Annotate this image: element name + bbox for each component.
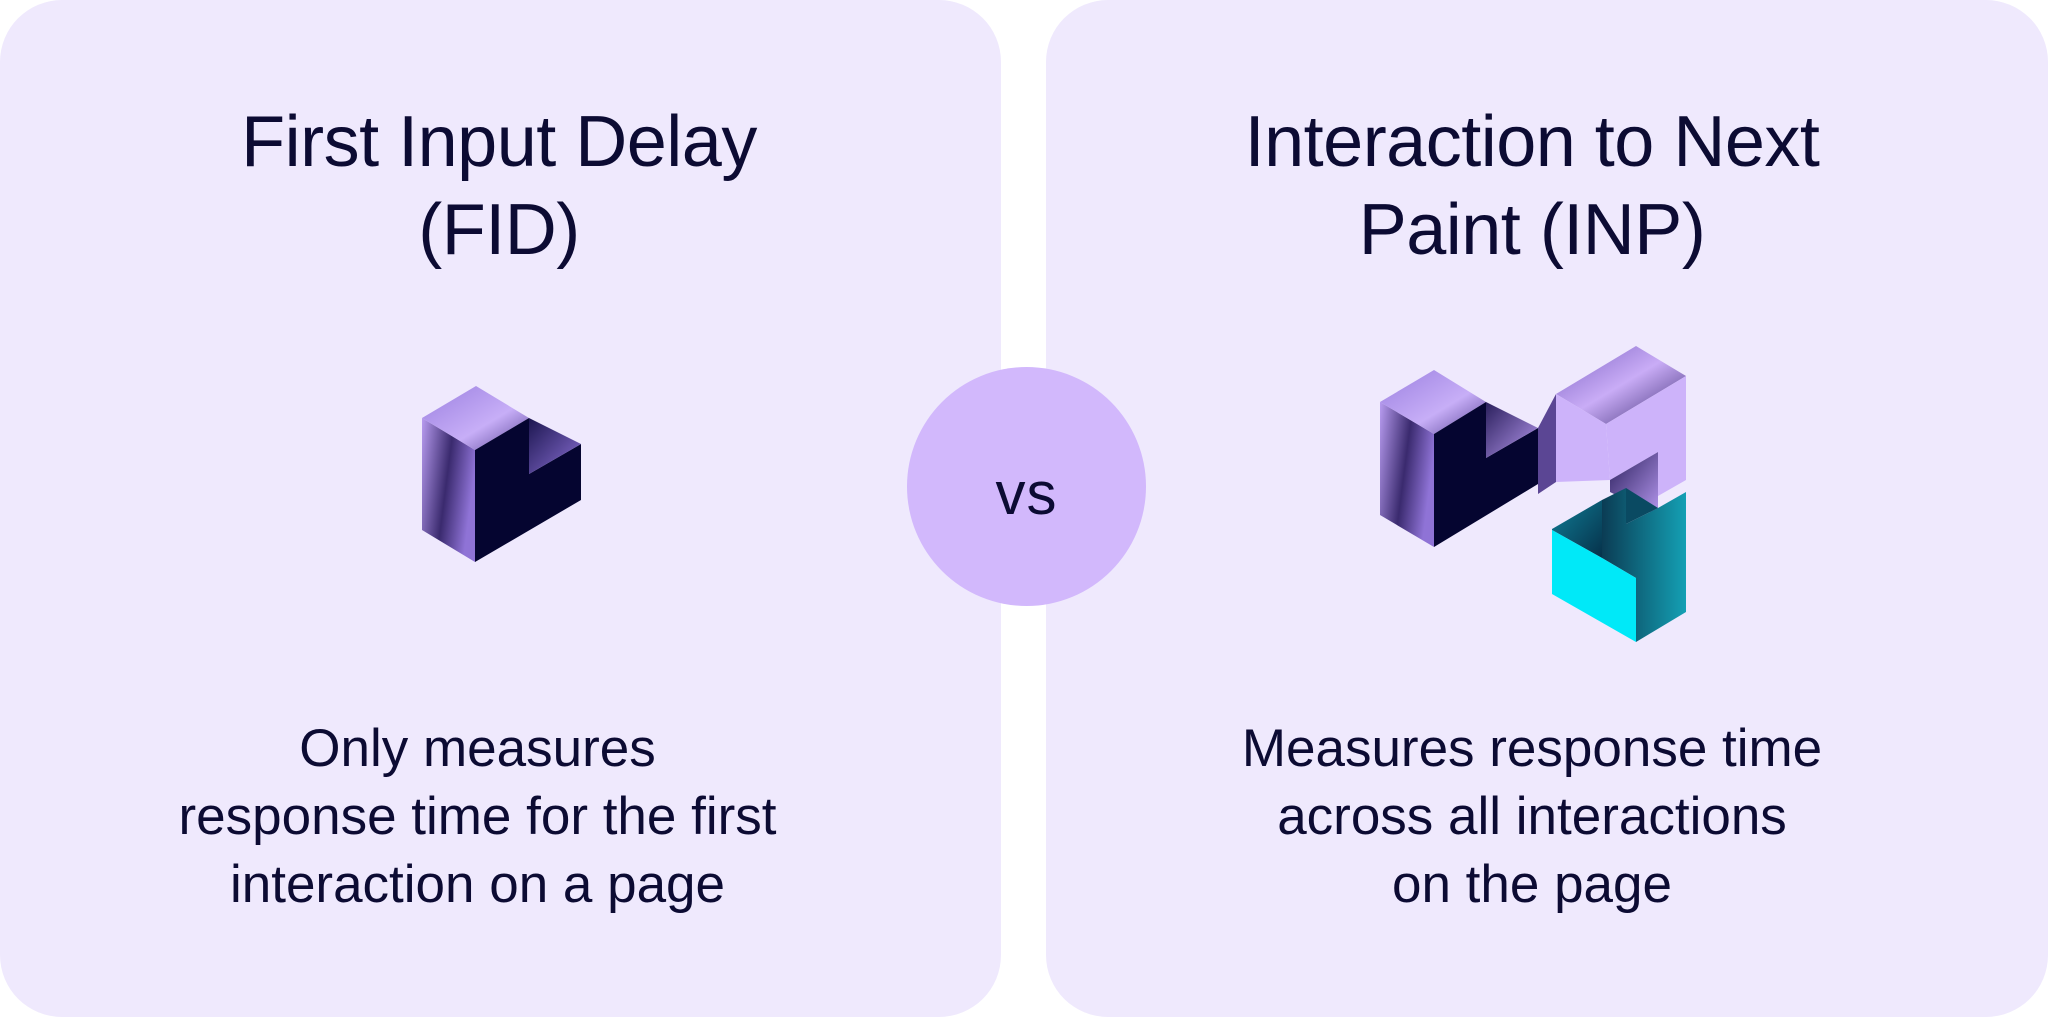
fid-description: Only measures response time for the firs… (0, 715, 1001, 919)
fid-description-line: interaction on a page (229, 855, 726, 914)
fid-description-line: Only measures (299, 719, 656, 778)
inp-description-line: Measures response time (1241, 719, 1823, 778)
fid-title-line: First Input Delay (241, 102, 757, 182)
inp-description-line: on the page (1392, 855, 1672, 914)
fid-description-line: response time for the first (178, 787, 777, 846)
vs-badge: vs (907, 367, 1146, 606)
inp-title: Interaction to Next Paint (INP) (1046, 98, 2018, 274)
multi-cube-icon (1380, 332, 1720, 652)
inp-description-line: across all interactions (1277, 787, 1787, 846)
inp-card: Interaction to Next Paint (INP) (1046, 0, 2048, 1017)
fid-title: First Input Delay (FID) (0, 98, 1001, 274)
fid-card: First Input Delay (FID) (0, 0, 1001, 1017)
single-cube-icon (410, 378, 590, 568)
inp-title-line: Paint (INP) (1358, 190, 1706, 270)
fid-title-line: (FID) (418, 190, 580, 270)
vs-label: vs (995, 460, 1058, 527)
inp-title-line: Interaction to Next (1244, 102, 1820, 182)
inp-description: Measures response time across all intera… (1046, 715, 2018, 919)
